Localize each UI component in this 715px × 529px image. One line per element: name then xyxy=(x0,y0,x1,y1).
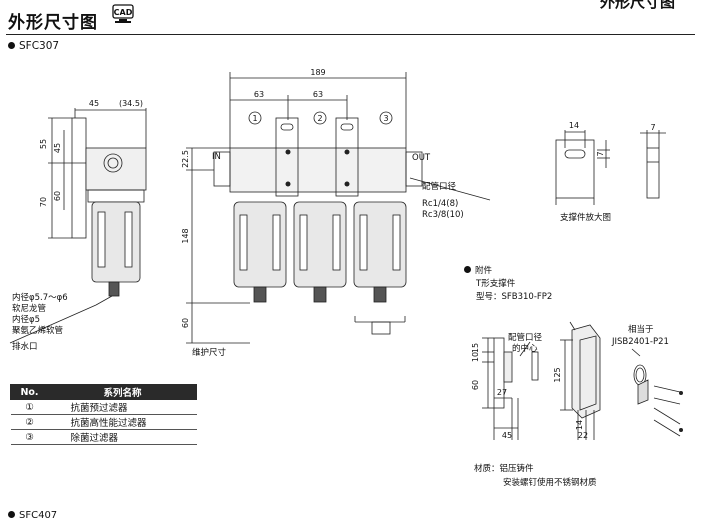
tube-label-4: 聚氨乙烯软管 xyxy=(12,326,64,336)
section-header: 外形尺寸图 xyxy=(599,0,675,11)
port-center-label-1: 配管口径 xyxy=(508,333,543,343)
callout-1 xyxy=(248,111,262,125)
callout-3-label: 3 xyxy=(383,114,388,123)
dim-45v: 45 xyxy=(53,143,62,153)
drain-label: 排水口 xyxy=(12,342,38,352)
maint-label: 维护尺寸 xyxy=(192,348,227,358)
cad-label: CAD xyxy=(114,8,133,17)
bracket-zoom-label: 支撑件放大图 xyxy=(560,213,612,223)
accessory-item: T形支撑件 xyxy=(476,279,516,289)
page-title: 外形尺寸图 xyxy=(8,13,98,33)
joint-bracket-1 xyxy=(275,117,299,197)
material-label-2: 安装螺钉使用不锈钢材质 xyxy=(503,478,597,488)
dim-10: 10 xyxy=(471,352,480,362)
title-rule xyxy=(6,34,695,35)
dim-45: 45 xyxy=(89,99,99,108)
dim-7b: 7 xyxy=(650,123,655,132)
callout-2-label: 2 xyxy=(317,114,322,123)
equiv-label-2: JISB2401-P21 xyxy=(612,337,669,347)
tube-label-2: 软尼龙管 xyxy=(12,304,47,314)
port-center-label-2: 的中心 xyxy=(512,344,538,354)
cad-icon[interactable]: CAD xyxy=(112,4,134,24)
dim-7a: 7 xyxy=(596,151,605,156)
dim-60: 60 xyxy=(53,191,62,201)
front-body xyxy=(229,147,407,193)
out-label: OUT xyxy=(412,153,431,163)
dim-22: 22 xyxy=(578,431,588,440)
accessory-model: 型号：SFB310-FP2 xyxy=(476,292,553,302)
equiv-label-1: 相当于 xyxy=(628,325,654,335)
model-label: SFC307 xyxy=(8,40,59,52)
dim-34-5: (34.5) xyxy=(119,99,143,108)
port-label: 配管口径 xyxy=(422,182,457,192)
dim-22-5: 22.5 xyxy=(181,150,190,168)
dim-125: 125 xyxy=(553,367,562,382)
dim-70: 70 xyxy=(39,197,48,207)
dim-14: 14 xyxy=(569,121,579,130)
tbracket-side-plate xyxy=(493,337,505,409)
dim-63b: 63 xyxy=(313,90,323,99)
table-header-series: 系列名称 xyxy=(48,384,197,400)
dim-60c: 60 xyxy=(471,380,480,390)
material-label-1: 材质：铝压铸件 xyxy=(474,464,534,474)
accessory-title: 附件 xyxy=(464,266,492,277)
dim-27: 27 xyxy=(497,388,507,397)
dim-15: 15 xyxy=(471,343,480,353)
callout-2 xyxy=(313,111,327,125)
table-header-no: No. xyxy=(10,384,49,400)
side-bracket xyxy=(71,117,87,239)
tbracket-3d xyxy=(571,324,601,419)
tube-label-3: 内径φ5 xyxy=(12,315,41,325)
dim-148: 148 xyxy=(181,228,190,243)
dim-189: 189 xyxy=(310,68,325,77)
dim-55: 55 xyxy=(39,139,48,149)
bracket-zoom-plate xyxy=(555,139,595,199)
dim-63a: 63 xyxy=(254,90,264,99)
callout-3 xyxy=(379,111,393,125)
dim-45d: 45 xyxy=(502,431,512,440)
rc38-label: Rc3/8(10) xyxy=(422,210,464,220)
next-model-label: SFC407 xyxy=(8,510,57,521)
joint-bracket-2 xyxy=(335,117,359,197)
in-label: IN xyxy=(212,152,221,162)
dim-60b: 60 xyxy=(181,318,190,328)
rc14-label: Rc1/4(8) xyxy=(422,199,459,209)
bracket-zoom-side xyxy=(646,147,660,199)
dim-14b: 14 xyxy=(575,420,584,430)
callout-1-label: 1 xyxy=(252,114,257,123)
tube-label-1: 内径φ5.7～φ6 xyxy=(12,293,68,303)
